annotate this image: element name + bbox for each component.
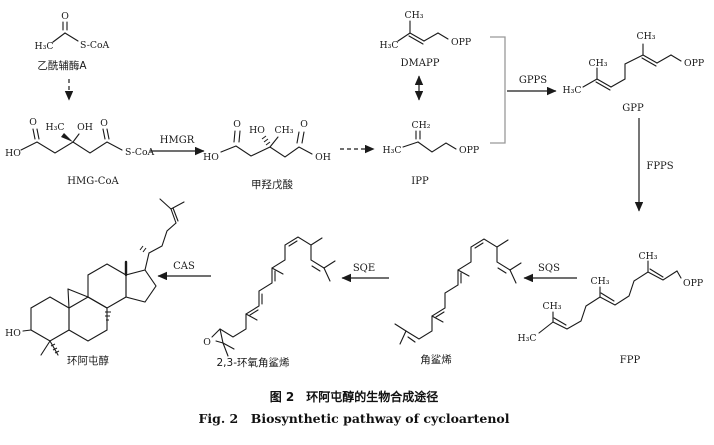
- atom-label: H₃C: [35, 41, 54, 52]
- atom-label: OPP: [459, 145, 479, 156]
- atom-label: HO: [203, 152, 219, 163]
- atom-label: H₃C: [518, 333, 537, 344]
- acetyl-coa-skeleton: [52, 21, 79, 43]
- atom-label: HO: [5, 328, 21, 339]
- atom-label: OPP: [684, 58, 704, 69]
- atom-label: CH₃: [639, 251, 658, 262]
- hmg-coa-skeleton: [20, 128, 123, 154]
- molecule-hmg-coa: HO O H₃C OH O S-CoA HMG-CoA: [5, 117, 154, 187]
- fpp-skeleton: [538, 260, 682, 334]
- molecule-name: 乙酰辅酶A: [37, 59, 87, 72]
- atom-label: CH₃: [543, 301, 562, 312]
- molecule-acetyl-coa: O H₃C S-CoA 乙酰辅酶A: [35, 11, 110, 72]
- molecule-name: 甲羟戊酸: [251, 178, 293, 191]
- atom-label: O: [29, 117, 37, 128]
- molecule-dmapp: CH₃ H₃C OPP DMAPP: [380, 10, 472, 69]
- atom-label: O: [203, 337, 211, 348]
- molecule-ipp: CH₂ H₃C OPP IPP: [383, 120, 480, 187]
- atom-label: O: [300, 119, 308, 130]
- atom-label: O: [233, 119, 241, 130]
- atom-label: HO: [249, 125, 265, 136]
- atom-label: O: [61, 11, 69, 22]
- molecule-name: FPP: [620, 355, 641, 366]
- enzyme-label-fpps: FPPS: [646, 161, 673, 172]
- enzyme-label-sqs: SQS: [538, 263, 560, 274]
- ipp-skeleton: [402, 130, 457, 153]
- atom-label: OH: [315, 152, 331, 163]
- molecule-name: IPP: [411, 176, 429, 187]
- wedge-bond: [61, 133, 73, 142]
- dmapp-skeleton: [397, 20, 449, 45]
- enzyme-label-cas: CAS: [173, 261, 195, 272]
- sqe-step: SQE: [341, 263, 389, 283]
- cas-step: CAS: [157, 261, 211, 281]
- atom-label: H₃C: [563, 85, 582, 96]
- atom-label: OH: [77, 122, 93, 133]
- atom-label: S-CoA: [80, 40, 110, 51]
- atom-label: H₃C: [380, 40, 399, 51]
- hmgr-step: HMGR: [150, 135, 205, 156]
- atom-label: O: [100, 118, 108, 129]
- enzyme-label-hmgr: HMGR: [160, 135, 195, 146]
- molecule-gpp: CH₃ CH₃ H₃C OPP GPP: [563, 31, 705, 114]
- molecule-oxidosqualene: O 2,3-环氧角鲨烯: [203, 236, 336, 369]
- atom-label: H₃C: [46, 122, 65, 133]
- cycloartenol-skeleton: [22, 198, 185, 356]
- gpp-skeleton: [582, 43, 682, 91]
- oxidosqualene-skeleton: [211, 236, 336, 357]
- molecule-mevalonate: HO O HO CH₃ O OH 甲羟戊酸: [203, 119, 331, 191]
- molecule-cycloartenol: HO 环阿屯醇: [5, 198, 185, 367]
- molecule-name: GPP: [622, 103, 644, 114]
- atom-label: OPP: [683, 278, 703, 289]
- atom-label: CH₃: [637, 31, 656, 42]
- atom-label: CH₃: [275, 125, 294, 136]
- atom-label: CH₃: [589, 58, 608, 69]
- squalene-skeleton: [394, 238, 522, 345]
- molecule-fpp: CH₃ CH₃ CH₃ H₃C OPP FPP: [518, 251, 704, 366]
- atom-label: HO: [5, 148, 21, 159]
- enzyme-label-gpps: GPPS: [519, 75, 547, 86]
- fpps-step: FPPS: [634, 118, 674, 212]
- gpps-step: GPPS: [507, 75, 557, 96]
- atom-label: CH₂: [412, 120, 431, 131]
- atom-label: H₃C: [383, 145, 402, 156]
- mevalonate-skeleton: [220, 130, 313, 158]
- enzyme-label-sqe: SQE: [353, 263, 375, 274]
- dmapp-ipp-bracket: [490, 36, 506, 144]
- figure-caption-en: Fig. 2 Biosynthetic pathway of cycloarte…: [198, 411, 509, 426]
- atom-label: S-CoA: [125, 147, 155, 158]
- molecule-name: HMG-CoA: [67, 176, 119, 187]
- molecule-name: 角鲨烯: [420, 353, 452, 366]
- molecule-name: 环阿屯醇: [67, 354, 109, 367]
- sqs-step: SQS: [523, 263, 577, 283]
- molecule-squalene: 角鲨烯: [394, 238, 522, 366]
- atom-label: OPP: [451, 37, 471, 48]
- atom-label: CH₃: [405, 10, 424, 21]
- molecule-name: 2,3-环氧角鲨烯: [217, 356, 290, 369]
- atom-label: CH₃: [591, 276, 610, 287]
- molecule-name: DMAPP: [401, 58, 440, 69]
- figure-caption-zh: 图 2 环阿屯醇的生物合成途径: [270, 389, 439, 404]
